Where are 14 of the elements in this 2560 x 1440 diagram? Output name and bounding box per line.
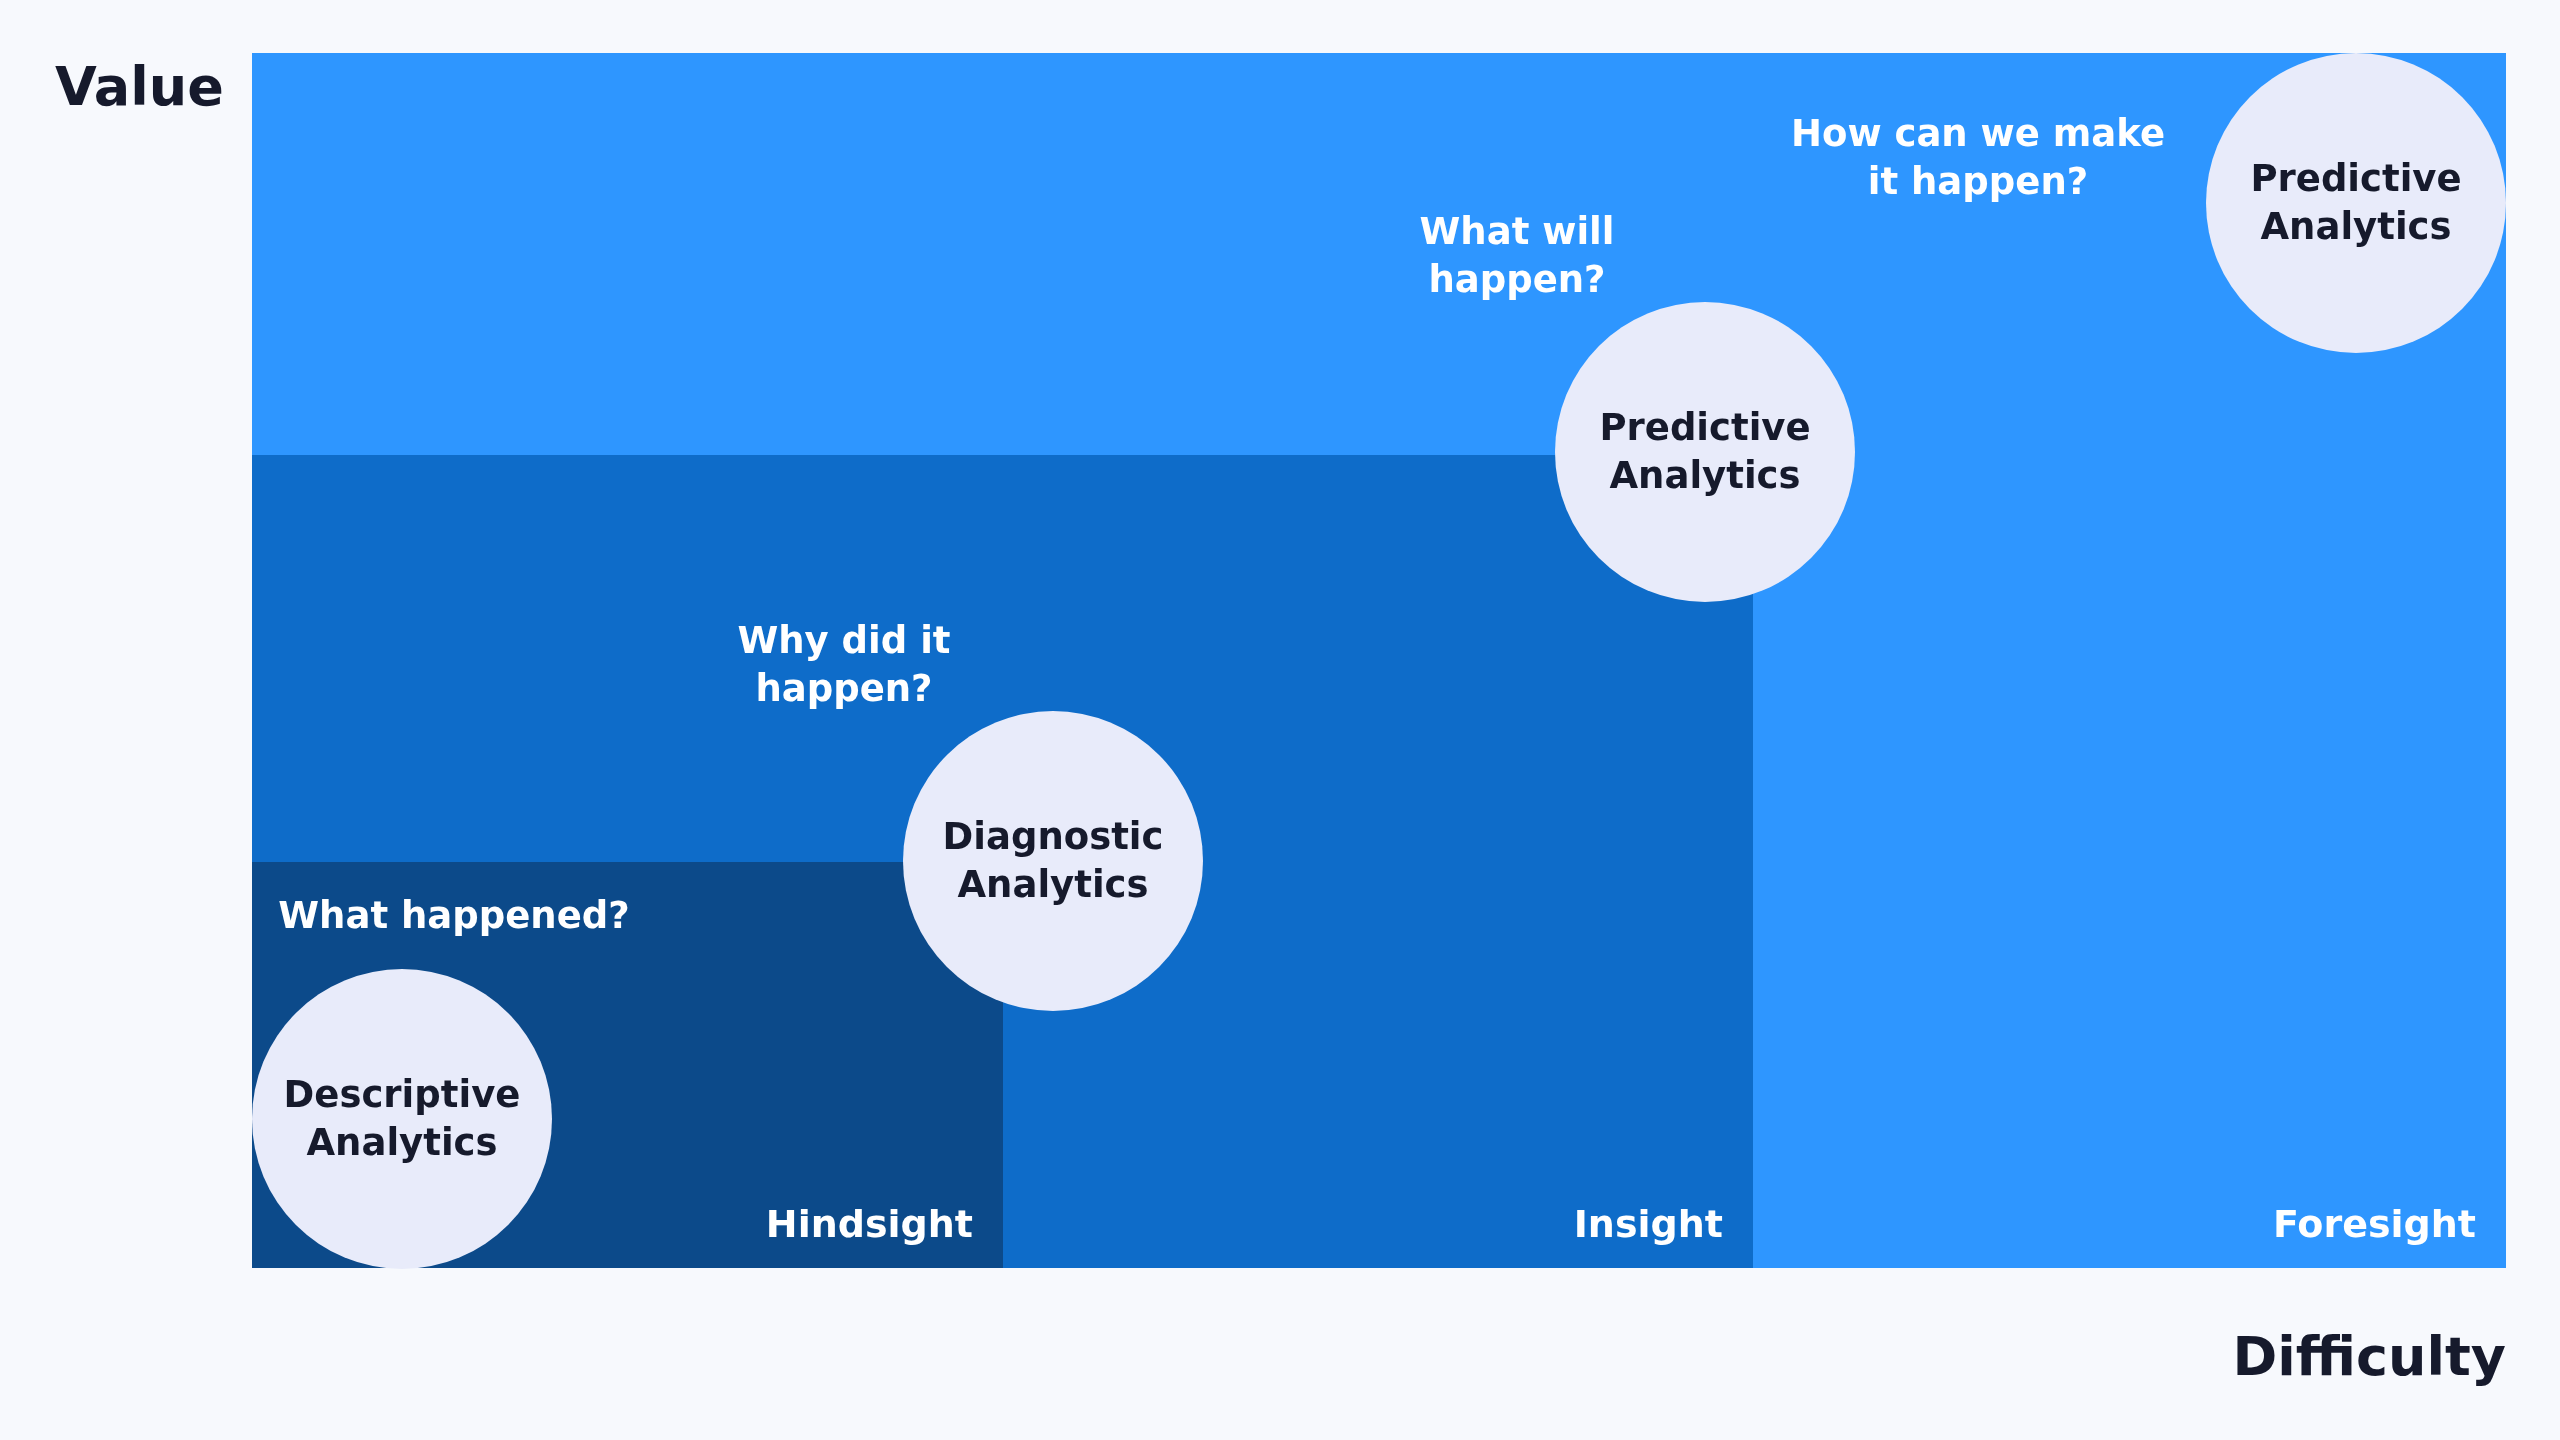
axis-label: Value [55,55,224,118]
circle-label: Diagnostic Analytics [941,813,1165,908]
region-label: Insight [1573,1202,1723,1246]
region-label: Foresight [2272,1202,2476,1246]
circle-label: Predictive Analytics [2249,155,2463,250]
region-band [252,53,2506,1268]
question-text: What will happen? [1418,208,1616,303]
question-text: How can we make it happen? [1790,110,2166,205]
circle-label: Descriptive Analytics [282,1071,522,1166]
question-text: What happened? [277,892,631,939]
region-label: Hindsight [765,1202,973,1246]
axis-label: Difficulty [2232,1325,2506,1388]
question-text: Why did it happen? [736,617,952,712]
circle-label: Predictive Analytics [1598,404,1812,499]
